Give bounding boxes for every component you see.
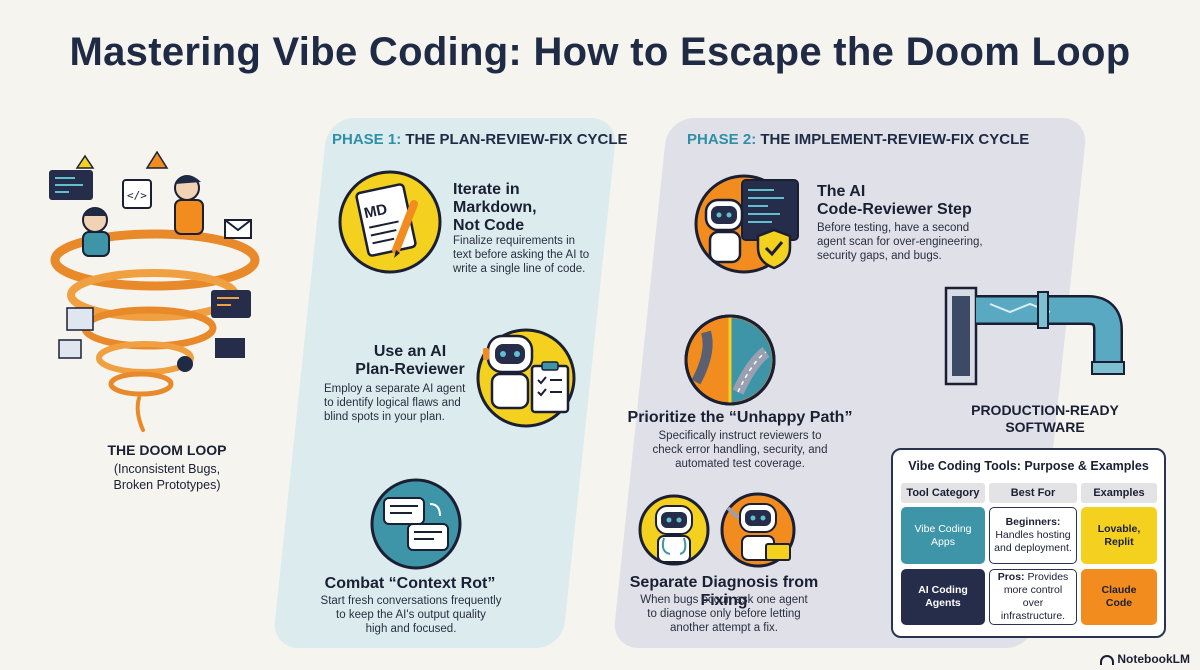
markdown-icon-label: MD [362,201,389,223]
step-unhappy-path-title: Prioritize the “Unhappy Path” [627,409,853,426]
table-header-examples: Examples [1081,483,1157,503]
step-unhappy-path-desc: Specifically instruct reviewers to check… [652,430,828,470]
chat-bubbles-icon [370,478,462,570]
step-context-rot-title: Combat “Context Rot” [324,575,496,592]
robot-mechanic-icon [720,492,796,568]
step-iterate-markdown-title: Iterate in Markdown, Not Code [453,181,537,234]
markdown-notepad-icon: MD [338,170,442,274]
doom-loop-title: THE DOOM LOOP [107,442,227,458]
phase1-label: PHASE 1: THE PLAN-REVIEW-FIX CYCLE [332,131,628,148]
step-code-reviewer-desc: Before testing, have a second agent scan… [817,222,983,262]
robot-doctor-icon [638,494,710,566]
doom-loop-tornado-icon: </> [49,150,260,432]
step-code-reviewer-title: The AI Code-Reviewer Step [817,183,972,218]
robot-code-reviewer-icon [694,174,799,274]
step-separate-diagnosis-desc: When bugs occur, ask one agent to diagno… [640,594,808,634]
road-split-icon [684,314,776,406]
table-cell-examples: Lovable,Replit [1081,507,1157,564]
robot-clipboard-icon [476,328,576,428]
page-title: Mastering Vibe Coding: How to Escape the… [69,30,1131,74]
table-header-best-for: Best For [989,483,1077,503]
step-plan-reviewer-desc: Employ a separate AI agent to identify l… [324,383,466,423]
phase2-label: PHASE 2: THE IMPLEMENT-REVIEW-FIX CYCLE [687,131,1030,148]
svg-text:</>: </> [127,189,147,202]
step-separate-diagnosis-title: Separate Diagnosis from Fixing [629,574,819,609]
step-context-rot-desc: Start fresh conversations frequently to … [320,595,502,635]
notebooklm-brand: NotebookLM [1100,652,1190,666]
doom-loop-subtitle: (Inconsistent Bugs, Broken Prototypes) [113,462,221,492]
step-iterate-markdown-desc: Finalize requirements in text before ask… [453,235,590,275]
pipe-icon [944,286,1125,386]
tools-table-title: Vibe Coding Tools: Purpose & Examples [908,459,1149,473]
step-plan-reviewer-title: Use an AI Plan-Reviewer [355,343,465,378]
production-ready-label: PRODUCTION-READY SOFTWARE [971,402,1119,435]
notebooklm-logo-icon [1100,654,1115,665]
table-header-category: Tool Category [901,483,985,503]
tools-table: Vibe Coding Tools: Purpose & Examples To… [891,448,1166,638]
